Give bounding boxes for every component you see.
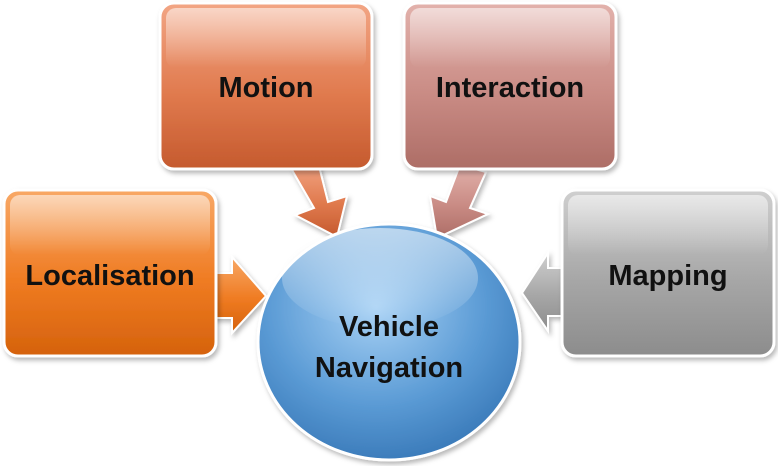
interaction-box bbox=[402, 1, 618, 171]
motion-box bbox=[158, 1, 374, 171]
motion-label: Motion bbox=[218, 72, 313, 104]
interaction-label: Interaction bbox=[436, 72, 584, 104]
interaction-arrow bbox=[428, 163, 491, 240]
center-label-line1: Vehicle bbox=[339, 311, 439, 343]
localisation-label: Localisation bbox=[25, 260, 194, 292]
mapping-label: Mapping bbox=[608, 260, 727, 292]
mapping-box bbox=[560, 188, 776, 358]
motion-arrow bbox=[290, 160, 349, 239]
localisation-box bbox=[2, 188, 218, 358]
center-label-line2: Navigation bbox=[315, 352, 463, 384]
localisation-arrow bbox=[209, 254, 268, 336]
vehicle-navigation-ellipse bbox=[256, 222, 522, 462]
